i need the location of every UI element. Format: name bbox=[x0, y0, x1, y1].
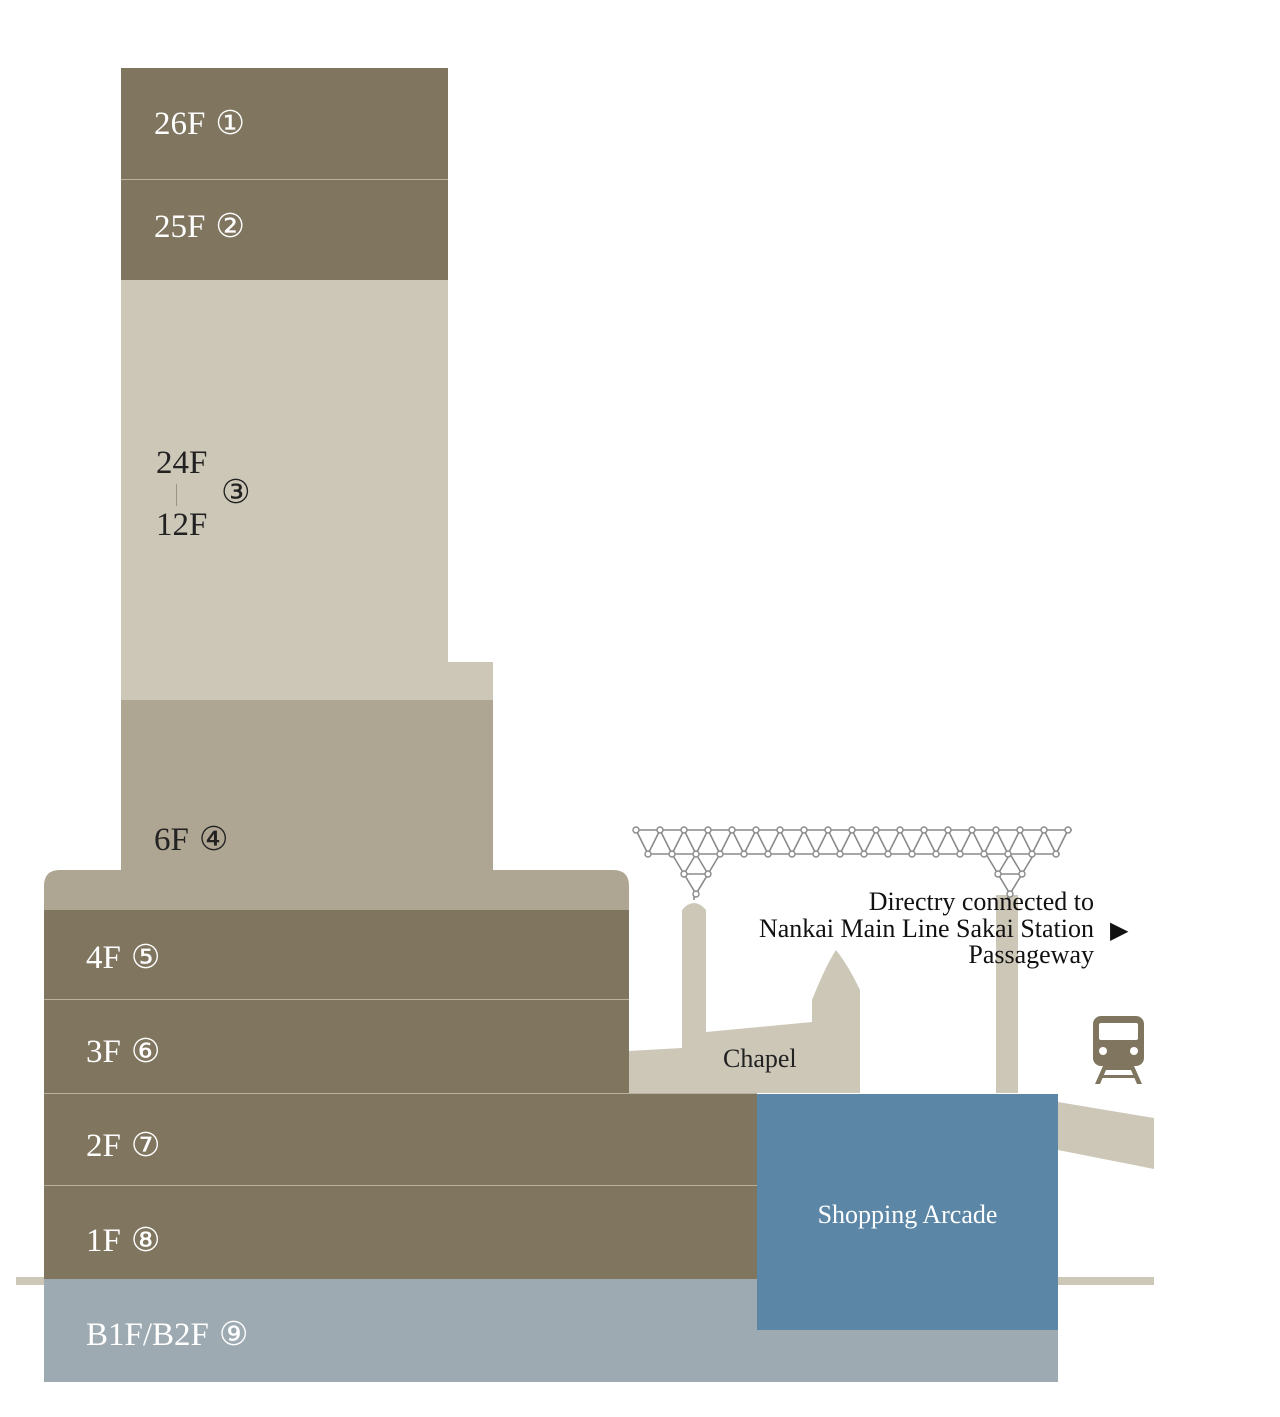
station-connection-text: Directry connected to Nankai Main Line S… bbox=[600, 887, 1094, 969]
truss-node bbox=[716, 850, 724, 858]
station-text-line-3: Passageway bbox=[968, 940, 1094, 969]
truss-node bbox=[680, 826, 688, 834]
truss-node bbox=[932, 850, 940, 858]
truss-node bbox=[994, 870, 1002, 878]
truss-node bbox=[632, 826, 640, 834]
truss-node bbox=[1016, 826, 1024, 834]
truss-node bbox=[968, 826, 976, 834]
truss-node bbox=[956, 850, 964, 858]
floor-6f-block bbox=[121, 700, 493, 870]
floor-number-7: ⑦ bbox=[130, 1128, 161, 1164]
truss-node bbox=[908, 850, 916, 858]
floor-number-4: ④ bbox=[198, 822, 229, 858]
truss-node bbox=[668, 850, 676, 858]
truss-node bbox=[884, 850, 892, 858]
arrow-right-icon: ▶ bbox=[1110, 918, 1129, 944]
truss-node bbox=[812, 850, 820, 858]
truss-node bbox=[896, 826, 904, 834]
truss-node bbox=[752, 826, 760, 834]
floor-label-24f: 24F bbox=[156, 445, 208, 481]
podium-roof bbox=[44, 870, 629, 910]
truss-node bbox=[776, 826, 784, 834]
floor-number-1: ① bbox=[215, 106, 245, 142]
truss-node bbox=[704, 870, 712, 878]
truss-node bbox=[728, 826, 736, 834]
truss-node bbox=[1006, 890, 1014, 898]
floor-26f-block bbox=[121, 68, 448, 180]
truss-node bbox=[1004, 850, 1012, 858]
shopping-arcade-label: Shopping Arcade bbox=[817, 1200, 998, 1229]
station-text-line-1: Directry connected to bbox=[868, 887, 1094, 916]
truss-node bbox=[656, 826, 664, 834]
truss-node bbox=[980, 850, 988, 858]
truss-node bbox=[764, 850, 772, 858]
truss-node bbox=[920, 826, 928, 834]
truss-node bbox=[800, 826, 808, 834]
floor-25f-block bbox=[121, 180, 448, 280]
shopping-arcade-block bbox=[757, 1094, 1058, 1330]
truss-node bbox=[704, 826, 712, 834]
chapel-label: Chapel bbox=[723, 1044, 797, 1073]
floor-number-9: ⑨ bbox=[218, 1317, 249, 1353]
truss-node bbox=[692, 890, 700, 898]
floor-number-5: ⑤ bbox=[130, 940, 161, 976]
truss-node bbox=[848, 826, 856, 834]
floor-range-divider bbox=[176, 484, 177, 506]
podium-4f-3f bbox=[44, 910, 629, 1093]
floor-number-8: ⑧ bbox=[130, 1223, 161, 1259]
truss-node bbox=[836, 850, 844, 858]
chapel-structure bbox=[629, 895, 1154, 1169]
truss-node bbox=[1040, 826, 1048, 834]
truss-node bbox=[872, 826, 880, 834]
truss-node bbox=[824, 826, 832, 834]
truss-node bbox=[992, 826, 1000, 834]
truss-node bbox=[860, 850, 868, 858]
station-text-line-2: Nankai Main Line Sakai Station bbox=[758, 913, 1094, 943]
truss-node bbox=[788, 850, 796, 858]
tower-step bbox=[448, 662, 493, 700]
truss-nodes bbox=[632, 826, 1072, 898]
truss-node bbox=[692, 850, 700, 858]
floor-number-3: ③ bbox=[221, 475, 251, 511]
truss-node bbox=[1064, 826, 1072, 834]
truss-node bbox=[944, 826, 952, 834]
floor-number-2: ② bbox=[215, 209, 245, 245]
floor-number-6: ⑥ bbox=[130, 1034, 161, 1070]
truss-node bbox=[680, 870, 688, 878]
floor-label-12f: 12F bbox=[156, 507, 208, 543]
truss-node bbox=[740, 850, 748, 858]
truss-node bbox=[1052, 850, 1060, 858]
truss-node bbox=[644, 850, 652, 858]
truss-node bbox=[1028, 850, 1036, 858]
truss-node bbox=[1018, 870, 1026, 878]
tower-light-section bbox=[121, 280, 448, 700]
